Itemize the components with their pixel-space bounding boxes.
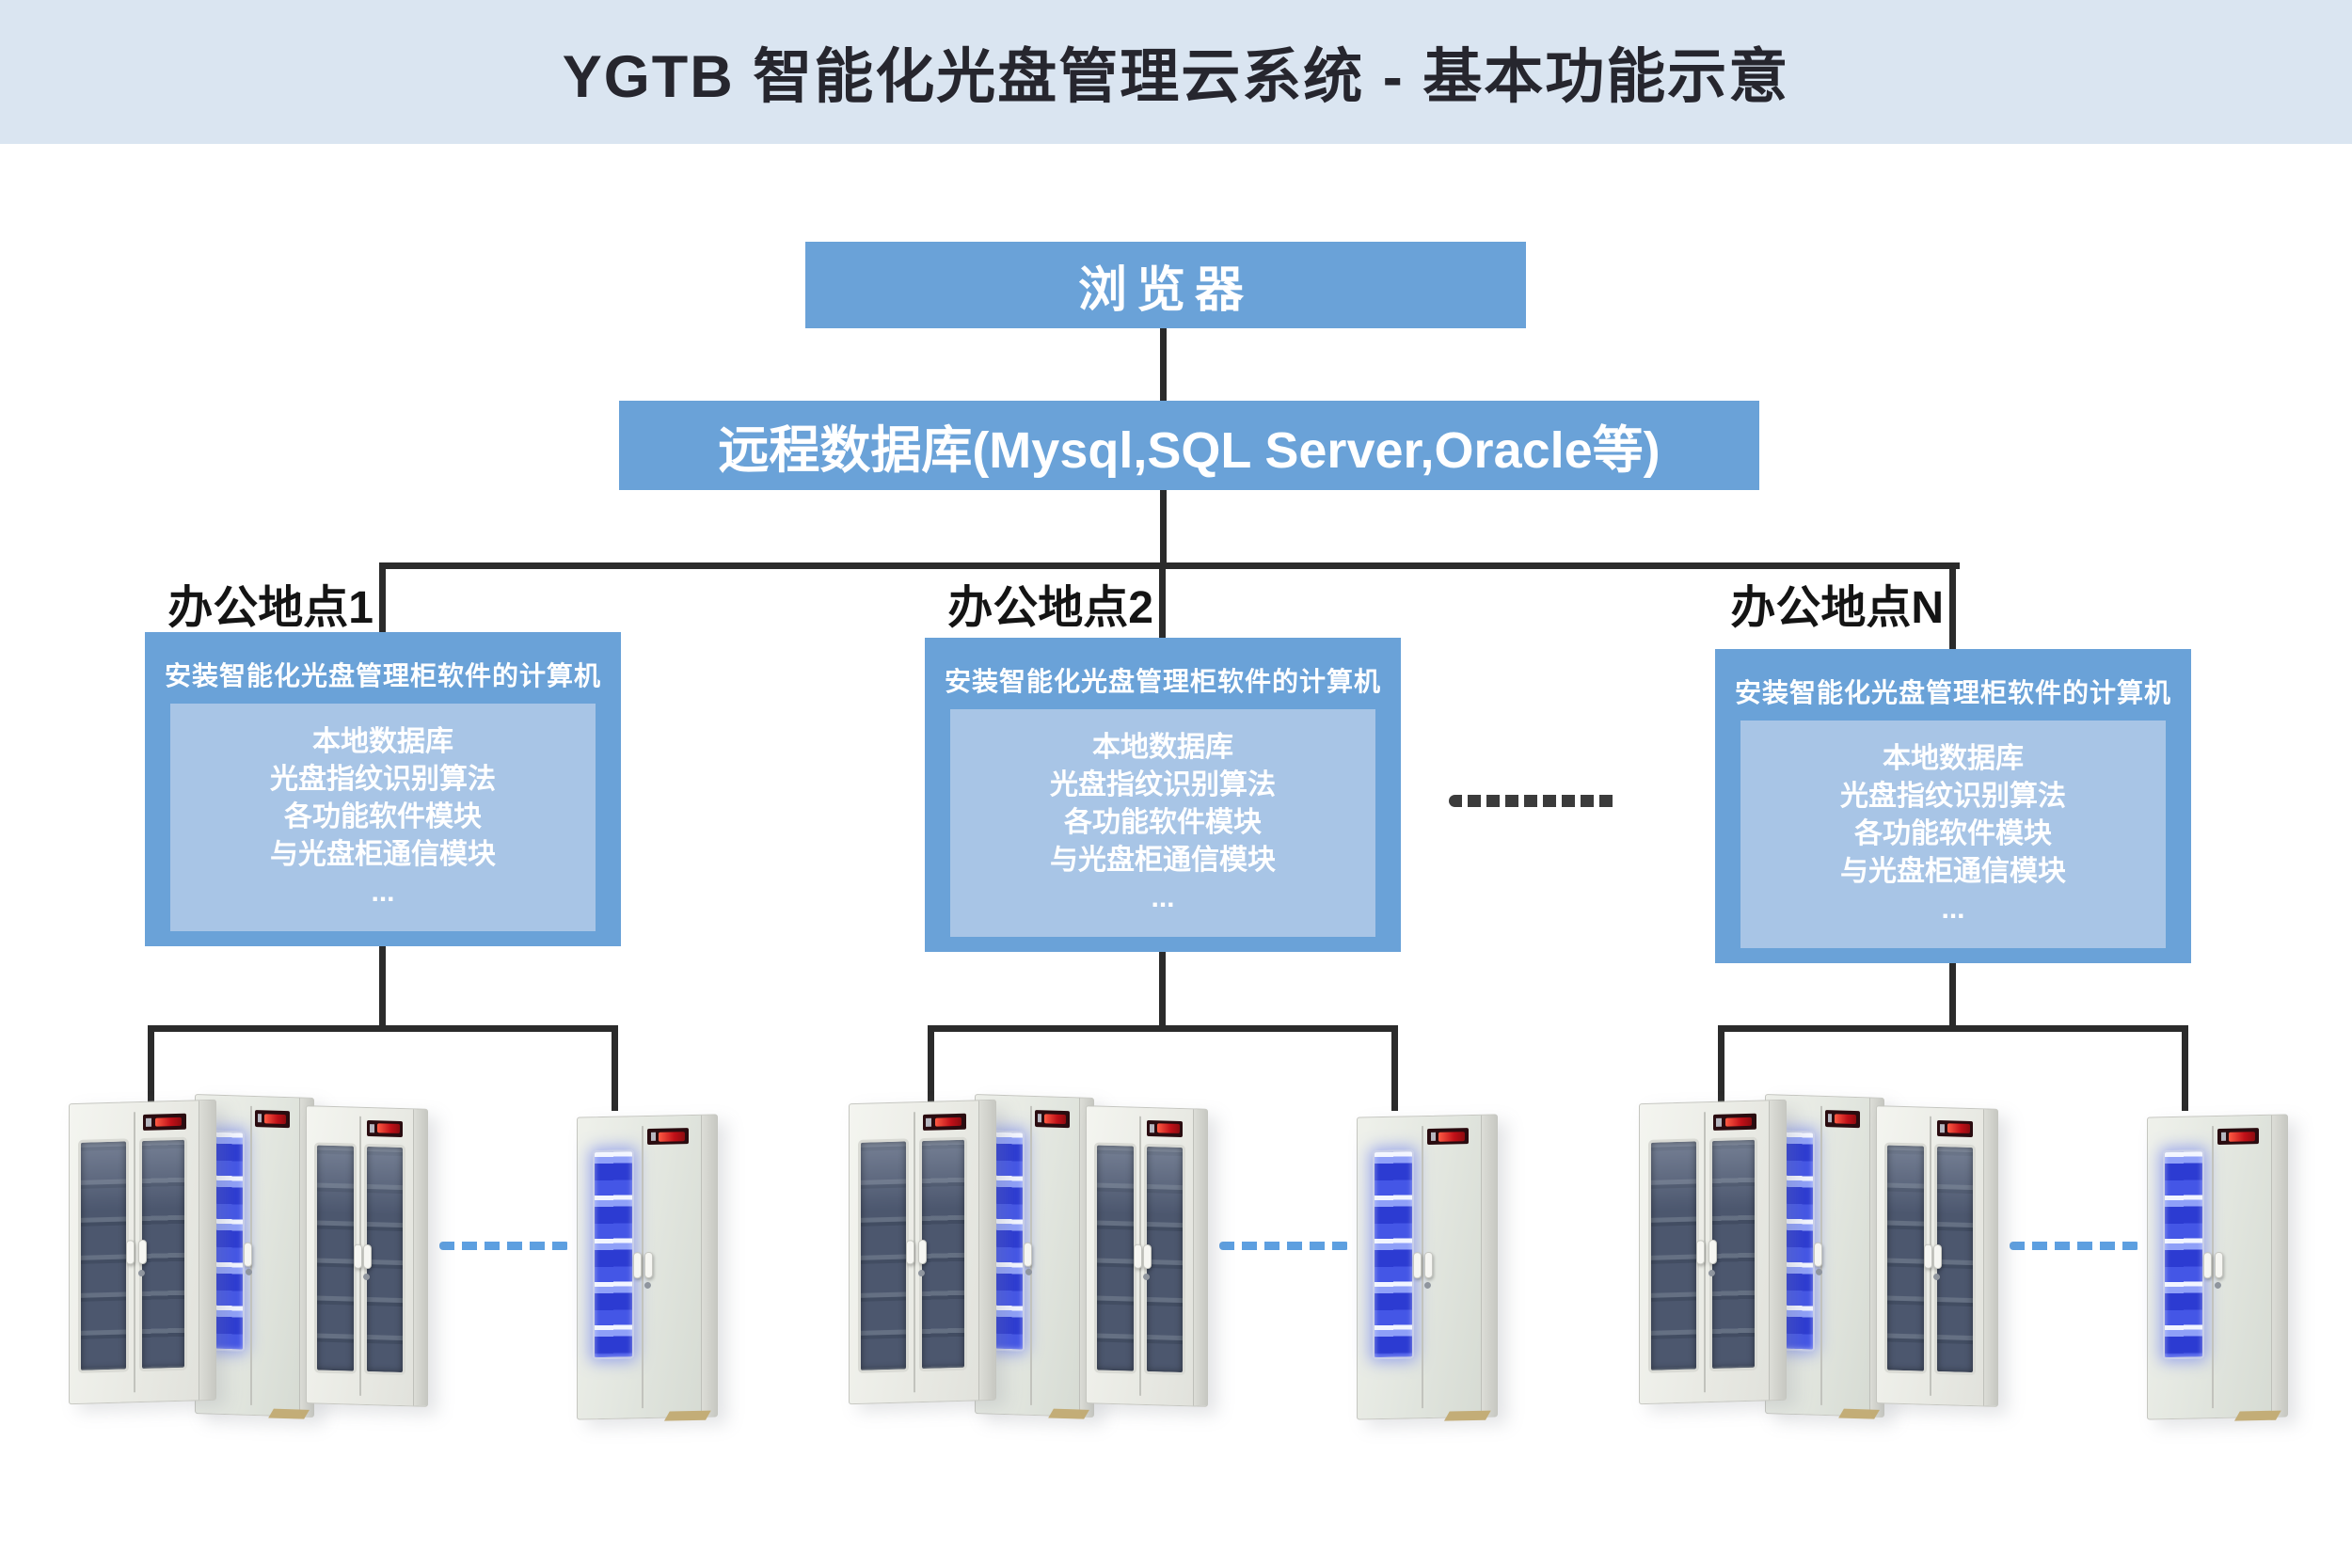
office-cluster-1: 办公地点1 安装智能化光盘管理柜软件的计算机 本地数据库 光盘指纹识别算法 各功… xyxy=(69,562,718,1423)
module-item: 光盘指纹识别算法 xyxy=(1840,781,2066,812)
module-item-ellipsis: ... xyxy=(1151,882,1175,913)
connector-computer-to-cabinets xyxy=(379,946,386,1032)
module-item: 本地数据库 xyxy=(1092,732,1233,763)
cabinet-branch-line xyxy=(928,1025,1398,1032)
disc-cabinet-double-door xyxy=(849,1099,996,1405)
more-locations-dashes-icon xyxy=(1449,795,1618,807)
office-location-label: 办公地点1 xyxy=(167,583,373,633)
disc-cabinet-double-door xyxy=(1876,1105,1998,1407)
module-item: 各功能软件模块 xyxy=(1854,818,2052,849)
computer-node: 安装智能化光盘管理柜软件的计算机 本地数据库 光盘指纹识别算法 各功能软件模块 … xyxy=(925,638,1401,952)
office-cluster-n: 办公地点N 安装智能化光盘管理柜软件的计算机 本地数据库 光盘指纹识别算法 各功… xyxy=(1639,562,2288,1423)
cabinet-link-dashed-line xyxy=(1219,1242,1349,1250)
connector-computer-to-cabinets xyxy=(1949,963,1956,1032)
module-item: 各功能软件模块 xyxy=(1064,807,1262,838)
module-item-ellipsis: ... xyxy=(1941,894,1965,925)
module-item: 与光盘柜通信模块 xyxy=(1840,856,2066,887)
disc-cabinet-double-door xyxy=(1086,1105,1208,1407)
connector-to-cabinet-group xyxy=(928,1030,934,1139)
disc-cabinet-double-door xyxy=(69,1099,216,1405)
disc-cabinet-single-photo xyxy=(2147,1114,2288,1420)
cabinet-branch-line xyxy=(1718,1025,2188,1032)
disc-cabinet-double-door xyxy=(1639,1099,1787,1405)
connector-to-single-cabinet xyxy=(2182,1030,2188,1111)
disc-cabinet-group-photo xyxy=(849,1094,1208,1420)
module-item-ellipsis: ... xyxy=(371,877,395,908)
module-item: 各功能软件模块 xyxy=(284,801,482,832)
software-modules-panel: 本地数据库 光盘指纹识别算法 各功能软件模块 与光盘柜通信模块 ... xyxy=(1740,721,2166,948)
module-item: 本地数据库 xyxy=(1883,743,2024,774)
module-item: 本地数据库 xyxy=(312,726,453,757)
computer-node: 安装智能化光盘管理柜软件的计算机 本地数据库 光盘指纹识别算法 各功能软件模块 … xyxy=(1715,649,2191,963)
software-modules-panel: 本地数据库 光盘指纹识别算法 各功能软件模块 与光盘柜通信模块 ... xyxy=(950,709,1375,937)
connector-to-cabinet-group xyxy=(148,1030,154,1139)
software-modules-panel: 本地数据库 光盘指纹识别算法 各功能软件模块 与光盘柜通信模块 ... xyxy=(170,704,596,931)
office-location-label: 办公地点N xyxy=(1730,583,1944,633)
computer-node: 安装智能化光盘管理柜软件的计算机 本地数据库 光盘指纹识别算法 各功能软件模块 … xyxy=(145,632,621,946)
disc-cabinet-group-photo xyxy=(1639,1094,1998,1420)
office-cluster-2: 办公地点2 安装智能化光盘管理柜软件的计算机 本地数据库 光盘指纹识别算法 各功… xyxy=(849,562,1498,1423)
title-bar: YGTB 智能化光盘管理云系统 - 基本功能示意 xyxy=(0,0,2352,144)
computer-node-title: 安装智能化光盘管理柜软件的计算机 xyxy=(944,667,1381,696)
connector-computer-to-cabinets xyxy=(1159,952,1166,1032)
module-item: 光盘指纹识别算法 xyxy=(270,764,496,795)
disc-cabinet-single-photo xyxy=(577,1114,718,1420)
computer-node-title: 安装智能化光盘管理柜软件的计算机 xyxy=(164,661,601,690)
connector-to-single-cabinet xyxy=(612,1030,618,1111)
connector-to-cabinet-group xyxy=(1718,1030,1724,1139)
disc-cabinet-group-photo xyxy=(69,1094,428,1420)
connector-branch-to-computer xyxy=(1949,562,1956,649)
branch-line xyxy=(379,562,1960,569)
computer-node-title: 安装智能化光盘管理柜软件的计算机 xyxy=(1734,678,2171,707)
cabinet-link-dashed-line xyxy=(439,1242,569,1250)
cabinet-branch-line xyxy=(148,1025,618,1032)
browser-node: 浏览器 xyxy=(805,242,1526,328)
connector-db-to-branch xyxy=(1160,490,1167,562)
browser-node-label: 浏览器 xyxy=(1077,262,1253,318)
module-item: 光盘指纹识别算法 xyxy=(1050,769,1276,800)
office-location-label: 办公地点2 xyxy=(947,583,1153,633)
connector-branch-to-computer xyxy=(379,562,386,632)
connector-browser-to-db xyxy=(1160,328,1167,401)
disc-cabinet-single-photo xyxy=(1357,1114,1498,1420)
cabinet-link-dashed-line xyxy=(2010,1242,2139,1250)
module-item: 与光盘柜通信模块 xyxy=(1050,845,1276,876)
disc-cabinet-double-door xyxy=(306,1105,428,1407)
page-title: YGTB 智能化光盘管理云系统 - 基本功能示意 xyxy=(562,44,1790,110)
remote-database-label: 远程数据库(Mysql,SQL Server,Oracle等) xyxy=(718,422,1661,479)
remote-database-node: 远程数据库(Mysql,SQL Server,Oracle等) xyxy=(619,401,1759,490)
connector-to-single-cabinet xyxy=(1391,1030,1398,1111)
module-item: 与光盘柜通信模块 xyxy=(270,839,496,870)
connector-branch-to-computer xyxy=(1159,562,1166,638)
